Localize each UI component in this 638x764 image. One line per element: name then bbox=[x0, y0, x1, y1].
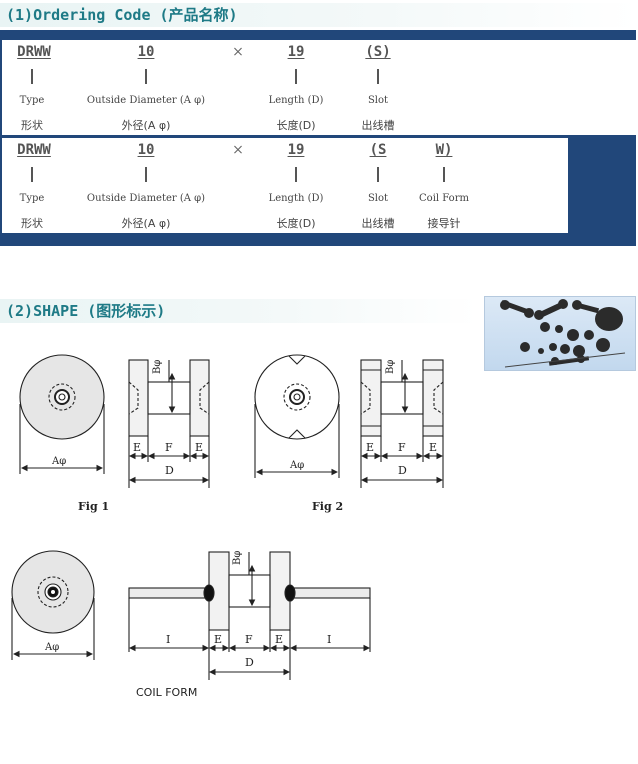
label-slot: Slot bbox=[367, 193, 389, 204]
tick bbox=[145, 69, 147, 84]
fig2-side-view bbox=[360, 359, 444, 488]
dim-e: E bbox=[214, 633, 222, 646]
dim-b: Bφ bbox=[152, 360, 163, 374]
dim-d: D bbox=[165, 464, 174, 477]
dim-e: E bbox=[195, 441, 203, 454]
code-length: 19 bbox=[287, 44, 305, 60]
fig1-caption: Fig 1 bbox=[78, 500, 109, 513]
dim-d: D bbox=[245, 656, 254, 669]
coil-form-side-view bbox=[128, 551, 371, 680]
fig1-side-view bbox=[128, 359, 210, 488]
dim-f: F bbox=[165, 441, 173, 454]
product-photo bbox=[484, 296, 636, 371]
dim-f: F bbox=[245, 633, 253, 646]
tick bbox=[295, 69, 297, 84]
label-coil-form: Coil Form bbox=[419, 193, 469, 204]
times-sign: × bbox=[232, 44, 244, 60]
dim-a: Aφ bbox=[44, 642, 59, 653]
coil-form-front-view bbox=[11, 550, 95, 660]
dim-a: Aφ bbox=[51, 456, 66, 467]
ordering-row-1: DRWW 10 × 19 (S) Type Outside Diameter (… bbox=[2, 40, 636, 135]
tick bbox=[31, 69, 33, 84]
dim-i: I bbox=[166, 633, 170, 646]
code-slot: (S) bbox=[365, 44, 391, 60]
tick bbox=[377, 167, 379, 182]
fig1-front-view bbox=[19, 354, 105, 474]
tick bbox=[443, 167, 445, 182]
code-coil-form: W) bbox=[435, 142, 453, 158]
dim-f: F bbox=[398, 441, 406, 454]
code-length: 19 bbox=[287, 142, 305, 158]
label-slot-cn: 出线槽 bbox=[361, 217, 395, 230]
ordering-row-2: DRWW 10 × 19 (S W) Type Outside Diameter… bbox=[2, 138, 568, 233]
times-sign: × bbox=[232, 142, 244, 158]
label-length: Length (D) bbox=[268, 95, 324, 106]
fig2-front-view bbox=[254, 354, 340, 478]
dim-e: E bbox=[133, 441, 141, 454]
label-slot: Slot bbox=[367, 95, 389, 106]
dim-i: I bbox=[327, 633, 331, 646]
code-diameter: 10 bbox=[137, 142, 155, 158]
code-diameter: 10 bbox=[137, 44, 155, 60]
dim-b: Bφ bbox=[232, 551, 243, 565]
label-type-cn: 形状 bbox=[21, 217, 43, 230]
label-diameter: Outside Diameter (A φ) bbox=[86, 95, 206, 106]
dim-e: E bbox=[275, 633, 283, 646]
dim-e: E bbox=[429, 441, 437, 454]
shape-title: (2)SHAPE (图形标示) bbox=[0, 299, 478, 323]
tick bbox=[377, 69, 379, 84]
label-coil-form-cn: 接导针 bbox=[427, 217, 461, 230]
dim-a: Aφ bbox=[289, 460, 304, 471]
tick bbox=[295, 167, 297, 182]
label-length: Length (D) bbox=[268, 193, 324, 204]
label-diameter: Outside Diameter (A φ) bbox=[86, 193, 206, 204]
label-length-cn: 长度(D) bbox=[276, 119, 316, 132]
code-slot: (S bbox=[369, 142, 387, 158]
label-slot-cn: 出线槽 bbox=[361, 119, 395, 132]
ordering-code-title: (1)Ordering Code (产品名称) bbox=[0, 3, 638, 27]
shape-drawings: Aφ Bφ E F E D Fig 1 Aφ bbox=[11, 354, 444, 699]
dim-b: Bφ bbox=[385, 360, 396, 374]
coil-form-caption: COIL FORM bbox=[136, 686, 197, 699]
dim-e: E bbox=[366, 441, 374, 454]
product-photo-image bbox=[500, 299, 626, 368]
label-length-cn: 长度(D) bbox=[276, 217, 316, 230]
label-type: Type bbox=[19, 193, 45, 204]
label-diameter-cn: 外径(A φ) bbox=[121, 119, 171, 132]
code-type: DRWW bbox=[17, 142, 51, 158]
label-type-cn: 形状 bbox=[21, 119, 43, 132]
dim-d: D bbox=[398, 464, 407, 477]
code-type: DRWW bbox=[17, 44, 51, 60]
label-diameter-cn: 外径(A φ) bbox=[121, 217, 171, 230]
label-type: Type bbox=[19, 95, 45, 106]
fig2-caption: Fig 2 bbox=[312, 500, 343, 513]
tick bbox=[31, 167, 33, 182]
tick bbox=[145, 167, 147, 182]
